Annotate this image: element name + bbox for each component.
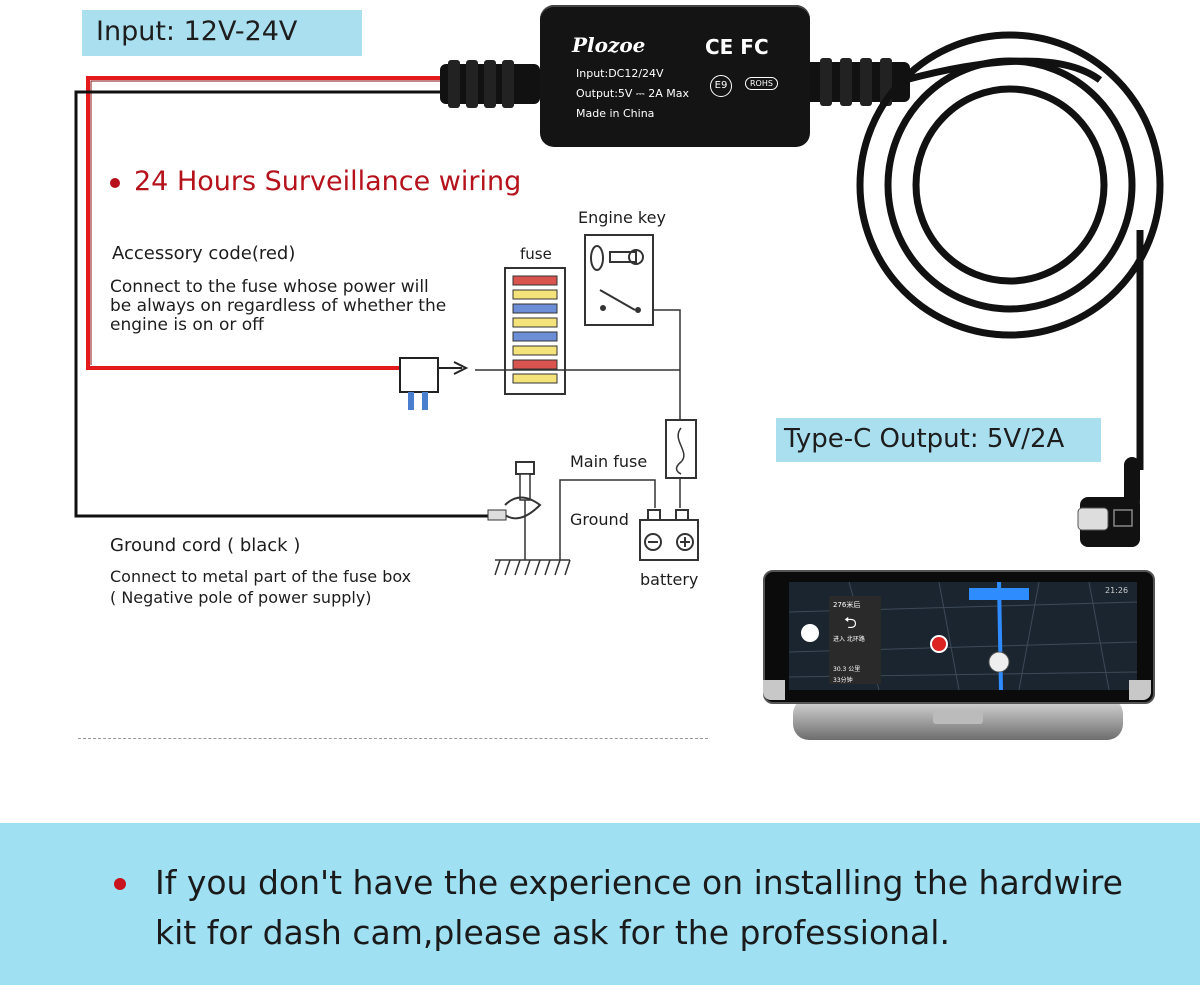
engine-key-drawing: [584, 234, 654, 326]
brand-logo: Plozoe: [572, 33, 646, 57]
ground-heading: Ground cord ( black ): [110, 535, 301, 556]
black-ground-wire: [74, 90, 490, 518]
nav-distance: 276米后: [833, 601, 861, 609]
power-module: Plozoe CE FC Input:DC12/24V Output:5V ⎓ …: [540, 5, 810, 147]
battery-label: battery: [640, 570, 699, 589]
clock: 21:26: [1105, 586, 1129, 595]
accessory-desc-3: engine is on or off: [110, 315, 264, 335]
engine-key-label: Engine key: [578, 208, 666, 227]
accessory-desc-1: Connect to the fuse whose power will: [110, 277, 429, 297]
fuse-label: fuse: [520, 245, 552, 263]
input-voltage-label: Input: 12V-24V: [82, 10, 362, 56]
ground-desc-1: Connect to metal part of the fuse box: [110, 567, 412, 586]
nav-road: 进入 北环路: [833, 636, 865, 643]
notice-line-2: kit for dash cam,please ask for the prof…: [155, 913, 950, 952]
accessory-desc-2: be always on regardless of whether the: [110, 296, 447, 316]
ground-bolt: [487, 461, 542, 521]
output-spec: Output:5V ⎓ 2A Max: [576, 87, 689, 100]
nav-speed: 30.3 公里: [833, 666, 861, 673]
main-fuse-drawing: [665, 419, 697, 479]
ground-symbol: [494, 475, 571, 576]
dashed-divider: [78, 738, 708, 739]
voice-icon: [801, 624, 819, 642]
bullet-icon: [114, 878, 126, 890]
main-fuse-label: Main fuse: [570, 452, 648, 471]
ground-label: Ground: [570, 510, 629, 529]
rohs-mark: ROHS: [745, 77, 778, 90]
battery-drawing: [639, 509, 699, 561]
device-screen: 276米后 ⮌ 进入 北环路 30.3 公里 33分钟 21:26: [763, 570, 1155, 704]
notice-line-1: If you don't have the experience on inst…: [155, 863, 1123, 902]
turn-arrow-icon: ⮌: [844, 613, 857, 632]
wiring-title: 24 Hours Surveillance wiring: [110, 166, 521, 197]
nav-panel: [829, 596, 881, 684]
cable-coil: [856, 31, 1164, 470]
type-c-plug: [1077, 457, 1140, 547]
ce-fc-mark: CE FC: [705, 35, 769, 59]
notice-banner: If you don't have the experience on inst…: [0, 823, 1200, 985]
red-accessory-wire: [86, 76, 450, 370]
nav-eta: 33分钟: [833, 677, 853, 684]
fuse-tap: [399, 357, 469, 410]
input-spec: Input:DC12/24V: [576, 67, 664, 80]
type-c-output-label: Type-C Output: 5V/2A: [776, 418, 1101, 462]
bullet-icon: [110, 177, 120, 188]
accessory-heading: Accessory code(red): [112, 243, 296, 264]
left-strain-relief: [440, 60, 540, 108]
e-mark: E9: [710, 75, 732, 97]
fuse-box-drawing: [504, 267, 566, 395]
made-in: Made in China: [576, 107, 655, 120]
ground-desc-2: ( Negative pole of power supply): [110, 588, 372, 607]
dash-cam-device: 276米后 ⮌ 进入 北环路 30.3 公里 33分钟 21:26: [763, 570, 1155, 745]
right-strain-relief: [800, 58, 910, 106]
